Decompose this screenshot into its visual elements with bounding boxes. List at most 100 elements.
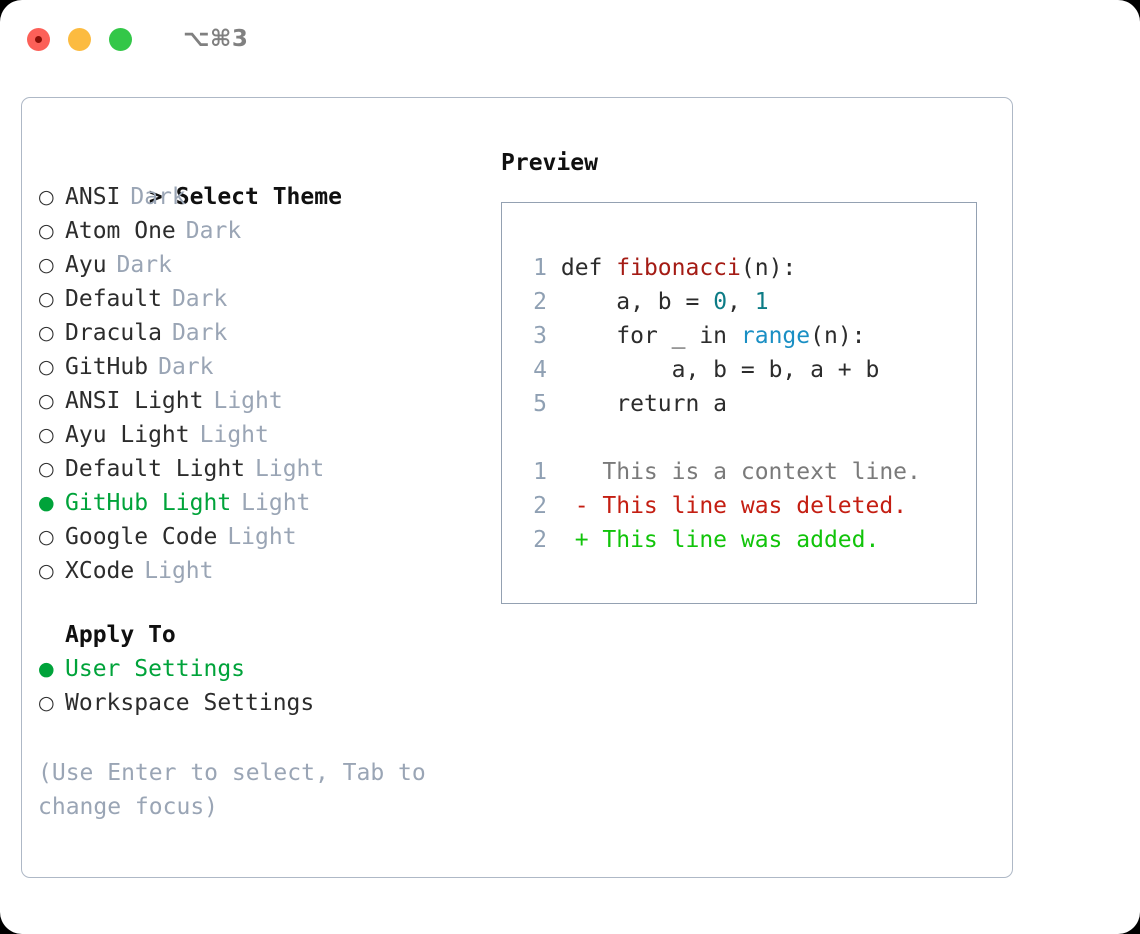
preview-panel: Preview 1 def fibonacci(n):2 a, b = 0, 1… [501,146,991,604]
theme-variant-badge: Dark [171,320,228,346]
code-token: (n): [810,323,866,349]
maximize-button-icon[interactable] [109,27,132,51]
radio-selected-icon: ● [38,492,55,514]
theme-variant-badge: Dark [171,286,228,312]
code-token: (n): [740,255,797,281]
preview-title: Preview [501,150,598,176]
diff-line-text: + This line was added. [547,527,880,553]
apply-to-option[interactable]: ●User Settings [38,652,468,686]
theme-option[interactable]: ○ ANSI Dark [38,180,468,214]
keyboard-shortcut-label: ⌥⌘3 [183,26,249,52]
line-number: 2 [533,289,547,315]
diff-line: 2 - This line was deleted. [521,489,976,523]
code-line: 4 a, b = b, a + b [521,353,976,387]
select-theme-title: Select Theme [175,184,342,210]
traffic-lights [27,27,132,51]
theme-option-label: GitHub Light [65,490,232,516]
theme-variant-badge: Light [199,422,269,448]
code-token: a, b = b, a + b [560,357,880,383]
select-theme-header: > Select Theme [38,146,468,210]
code-line: 5 return a [521,387,976,421]
apply-to-option-label: Workspace Settings [65,690,315,716]
keyboard-hint-text: (Use Enter to select, Tab to change focu… [38,760,440,820]
radio-unselected-icon: ○ [38,424,55,446]
theme-variant-badge: Dark [130,184,186,210]
radio-unselected-icon: ○ [38,560,55,582]
theme-option[interactable]: ○ Default Dark [38,282,468,316]
theme-option[interactable]: ○ ANSI Light Light [38,384,468,418]
code-token: for _ in [560,323,741,349]
theme-option-label: Dracula [65,320,162,346]
code-token: , [727,289,755,315]
code-token: return a [560,391,728,417]
radio-unselected-icon: ○ [38,390,55,412]
theme-variant-badge: Light [213,388,283,414]
apply-to-header: Apply To [65,622,176,648]
line-number: 4 [533,357,547,383]
theme-variant-badge: Dark [158,354,214,380]
theme-option[interactable]: ○ Google Code Light [38,520,468,554]
radio-unselected-icon: ○ [38,254,55,276]
theme-variant-badge: Dark [185,218,242,244]
theme-option[interactable]: ○ XCode Light [38,554,468,588]
radio-unselected-icon: ○ [38,220,55,242]
line-number: 1 [533,255,547,281]
code-line: 3 for _ in range(n): [521,319,976,353]
radio-unselected-icon: ○ [38,458,55,480]
radio-unselected-icon: ○ [38,186,55,208]
line-number: 3 [533,323,547,349]
theme-option-label: Ayu Light [65,422,190,448]
theme-option-label: Ayu [65,252,107,278]
diff-line-text: - This line was deleted. [547,493,908,519]
code-line: 2 a, b = 0, 1 [521,285,976,319]
apply-to-list: ●User Settings ○ Workspace Settings [38,652,468,720]
diff-line: 2 + This line was added. [521,523,976,557]
theme-variant-badge: Light [144,558,214,584]
theme-option-label: Default [65,286,162,312]
code-token: def [560,255,617,281]
title-bar: ⌥⌘3 [0,0,1140,78]
minimize-button-icon[interactable] [68,27,91,51]
theme-option-label: GitHub [65,354,149,380]
theme-option-label: Default Light [65,456,246,482]
theme-option-label: ANSI [65,184,121,210]
line-number: 2 [533,493,547,519]
theme-option[interactable]: ○ Dracula Dark [38,316,468,350]
theme-option[interactable]: ○ Atom One Dark [38,214,468,248]
caret-icon: > [148,184,163,210]
apply-to-option[interactable]: ○ Workspace Settings [38,686,468,720]
code-diff-spacer [521,421,976,455]
close-button-icon[interactable] [27,27,50,51]
theme-option-label: Atom One [65,218,176,244]
code-token: 0 [713,289,728,315]
close-dot-icon [35,35,42,43]
theme-variant-badge: Light [255,456,325,482]
radio-unselected-icon: ○ [38,692,55,714]
radio-unselected-icon: ○ [38,526,55,548]
diff-sample: 1 This is a context line.2 - This line w… [521,455,976,557]
code-token: 1 [754,289,769,315]
theme-option-label: XCode [65,558,135,584]
theme-variant-badge: Dark [116,252,172,278]
line-number: 1 [533,459,547,485]
radio-unselected-icon: ○ [38,288,55,310]
theme-option[interactable]: ○ Ayu Light Light [38,418,468,452]
theme-option[interactable]: ○ Default Light Light [38,452,468,486]
theme-option-label: ANSI Light [65,388,204,414]
theme-option-label: Google Code [65,524,218,550]
theme-option[interactable]: ○ Ayu Dark [38,248,468,282]
theme-variant-badge: Light [227,524,297,550]
radio-unselected-icon: ○ [38,322,55,344]
line-number: 5 [533,391,547,417]
code-token: a, b = [560,289,714,315]
code-token: fibonacci [616,255,741,281]
radio-selected-icon: ● [38,658,55,680]
line-number: 2 [533,527,547,553]
